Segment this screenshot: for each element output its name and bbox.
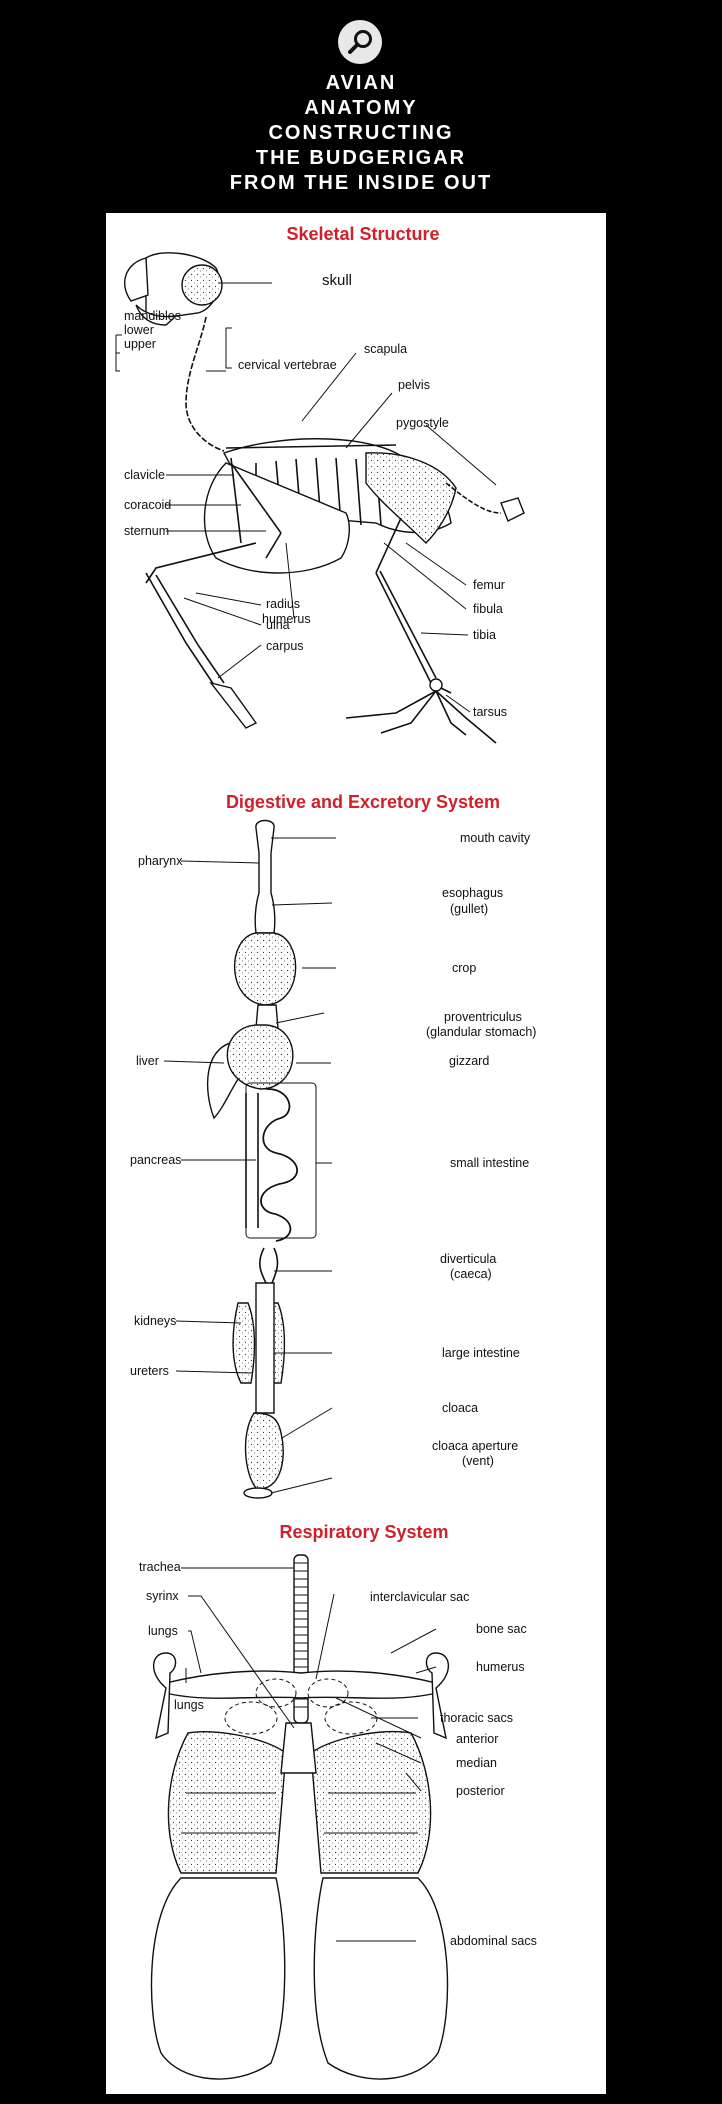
label-clavicle: clavicle — [124, 468, 165, 482]
digestive-section: Digestive and Excretory System — [130, 792, 536, 1499]
label-bone-sac: bone sac — [476, 1622, 527, 1636]
label-lungs-side: lungs — [174, 1698, 204, 1712]
label-humerus-visible: humerus — [262, 612, 311, 626]
label-skull: skull — [322, 272, 352, 289]
label-esophagus-alt: (gullet) — [450, 902, 488, 916]
label-syrinx: syrinx — [146, 1589, 179, 1603]
respiratory-title: Respiratory System — [279, 1522, 448, 1542]
header-title-line-5: FROM THE INSIDE OUT — [229, 172, 493, 194]
label-mouth-cavity: mouth cavity — [460, 831, 531, 845]
label-mandible-lower: lower — [124, 323, 154, 337]
header-title-line-2: ANATOMY — [304, 97, 418, 119]
label-cloaca: cloaca — [442, 1401, 478, 1415]
label-gizzard: gizzard — [449, 1054, 489, 1068]
label-esophagus: esophagus — [442, 886, 503, 900]
magnifier-logo — [338, 20, 382, 64]
skeletal-leader-lines — [115, 282, 497, 713]
label-median: median — [456, 1756, 497, 1770]
digestive-leader-lines — [163, 837, 336, 1494]
label-interclavicular-sac: interclavicular sac — [370, 1590, 469, 1604]
header-title-line-4: THE BUDGERIGAR — [255, 147, 467, 169]
label-pelvis: pelvis — [398, 378, 430, 392]
respiratory-drawing — [150, 1554, 450, 2080]
label-radius: radius — [266, 597, 300, 611]
header-title-line-3: CONSTRUCTING — [268, 122, 454, 144]
skeletal-labels: skull mandibles lower upper cervical ver… — [124, 272, 507, 719]
label-lungs-top: lungs — [148, 1624, 178, 1638]
anatomy-illustration: Skeletal Structure — [115, 224, 537, 2080]
label-pancreas: pancreas — [130, 1153, 181, 1167]
label-carpus: carpus — [266, 639, 304, 653]
label-ureters: ureters — [130, 1364, 169, 1378]
label-diverticula-alt: (caeca) — [450, 1267, 492, 1281]
label-crop: crop — [452, 961, 476, 975]
label-proventriculus-alt: (glandular stomach) — [426, 1025, 536, 1039]
label-trachea: trachea — [139, 1560, 181, 1574]
respiratory-leader-lines — [181, 1567, 437, 1942]
label-scapula: scapula — [364, 342, 407, 356]
label-cloaca-aperture: cloaca aperture — [432, 1439, 518, 1453]
label-posterior: posterior — [456, 1784, 505, 1798]
label-femur: femur — [473, 578, 505, 592]
label-mandibles: mandibles — [124, 309, 181, 323]
label-kidneys: kidneys — [134, 1314, 176, 1328]
label-ulna: ulna — [266, 618, 290, 632]
skeletal-section: Skeletal Structure — [115, 224, 525, 744]
label-mandible-upper: upper — [124, 337, 156, 351]
label-coracoid: coracoid — [124, 498, 171, 512]
digestive-title: Digestive and Excretory System — [226, 792, 500, 812]
label-fibula: fibula — [473, 602, 503, 616]
skeleton-drawing — [123, 252, 525, 744]
label-diverticula: diverticula — [440, 1252, 496, 1266]
label-sternum: sternum — [124, 524, 169, 538]
label-large-intestine: large intestine — [442, 1346, 520, 1360]
label-pharynx: pharynx — [138, 854, 183, 868]
label-abdominal-sacs: abdominal sacs — [450, 1934, 537, 1948]
skeletal-title: Skeletal Structure — [286, 224, 439, 244]
header-title-line-1: AVIAN — [325, 72, 397, 94]
label-humerus-resp: humerus — [476, 1660, 525, 1674]
digestive-labels: mouth cavity pharynx esophagus (gullet) … — [130, 831, 536, 1468]
diagram-panel: Skeletal Structure — [106, 213, 606, 2094]
label-tibia: tibia — [473, 628, 496, 642]
magnifier-icon — [348, 30, 372, 54]
digestive-drawing — [206, 819, 317, 1499]
label-thoracic-sacs: thoracic sacs — [440, 1711, 513, 1725]
label-small-intestine: small intestine — [450, 1156, 529, 1170]
respiratory-section: Respiratory System — [139, 1522, 537, 2080]
label-anterior: anterior — [456, 1732, 498, 1746]
label-cervical-vertebrae: cervical vertebrae — [238, 358, 337, 372]
label-proventriculus: proventriculus — [444, 1010, 522, 1024]
label-pygostyle: pygostyle — [396, 416, 449, 430]
label-liver: liver — [136, 1054, 159, 1068]
label-cloaca-aperture-alt: (vent) — [462, 1454, 494, 1468]
respiratory-labels: trachea syrinx lungs lungs interclavicul… — [139, 1560, 537, 1948]
label-tarsus: tarsus — [473, 705, 507, 719]
header: AVIAN ANATOMY CONSTRUCTING THE BUDGERIGA… — [0, 0, 722, 205]
